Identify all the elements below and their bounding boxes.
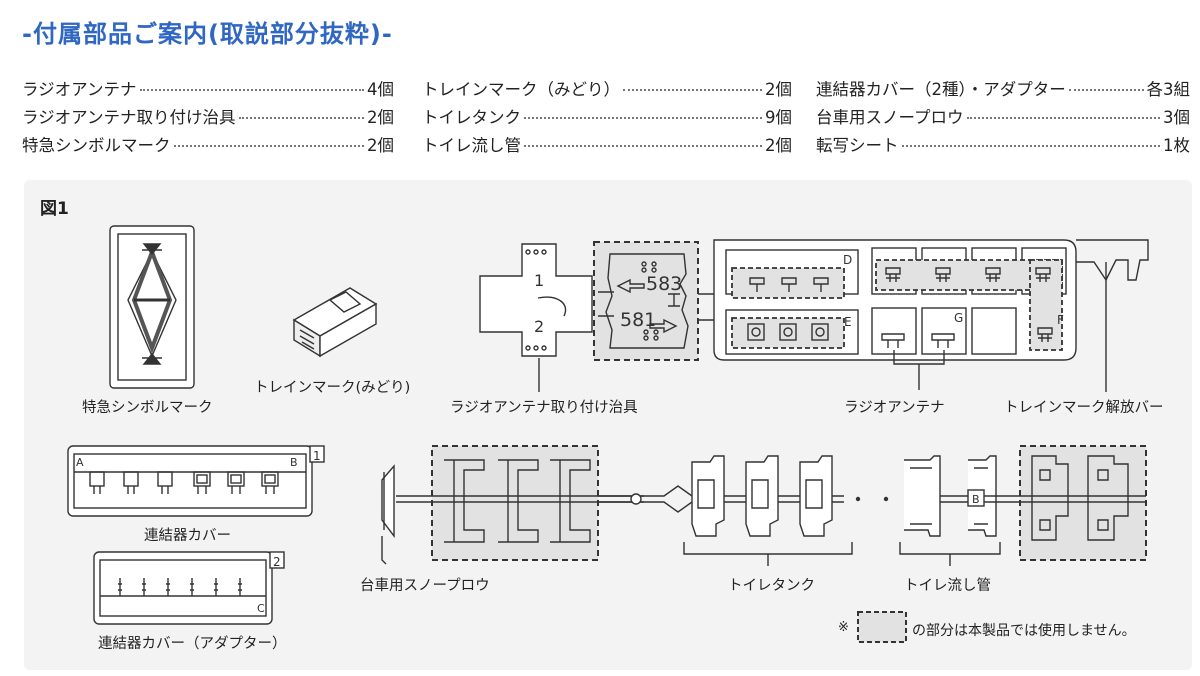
sprue-letter-c: C — [257, 602, 265, 615]
label-coupler-cover: 連結器カバー — [144, 528, 231, 544]
sprue-number-2: 2 — [273, 555, 281, 569]
label-antenna-jig: ラジオアンテナ取り付け治具 — [450, 400, 638, 416]
main-sprue-frame — [698, 239, 1149, 392]
parts-diagram: A B C D E F G B 1 2 1 2 583 581 — [67, 225, 1149, 643]
jig-number-2: 2 — [534, 317, 544, 336]
note-text: の部分は本製品では使用しません。 — [912, 623, 1136, 639]
coupler-adapter-sprue — [93, 551, 285, 625]
label-train-mark: トレインマーク(みどり) — [254, 380, 411, 396]
runner — [598, 485, 889, 513]
sprue-letter-b2: B — [972, 493, 980, 506]
sprue-letter-f: F — [1057, 313, 1064, 327]
toilet-pipe-sprue — [899, 455, 1020, 566]
toilet-tank-sprue — [683, 455, 853, 566]
label-toilet-tank: トイレタンク — [728, 578, 815, 594]
number-plate-sprue — [593, 241, 699, 361]
label-snowplow: 台車用スノープロウ — [360, 578, 490, 594]
figure-panel: 図1 — [24, 180, 1192, 670]
plate-number-583: 583 — [646, 273, 682, 295]
plate-number-581: 581 — [620, 309, 656, 331]
sprue-letter-e: E — [844, 315, 852, 329]
label-coupler-adapter: 連結器カバー（アダプター） — [98, 636, 287, 652]
label-radio-antenna: ラジオアンテナ — [844, 400, 945, 416]
sprue-letter-g: G — [954, 311, 963, 325]
unused-sprue — [1019, 445, 1147, 561]
note-legend-box — [857, 611, 907, 643]
train-mark-illustration — [292, 287, 378, 358]
sprue-number-1: 1 — [313, 449, 321, 463]
label-symbol-mark: 特急シンボルマーク — [82, 400, 213, 416]
sprue-letter-b: B — [290, 456, 298, 469]
sprue-letter-d: D — [843, 253, 852, 267]
page-title: -付属部品ご案内(取説部分抜粋)- — [22, 20, 393, 48]
label-release-bar: トレインマーク解放バー — [1004, 400, 1164, 416]
part-item: トレインマーク（みどり）2個 — [422, 80, 792, 99]
part-item: 連結器カバー（2種）・アダプター各3組 — [816, 80, 1190, 99]
coupler-cover-sprue — [67, 445, 325, 517]
antenna-jig-illustration — [479, 243, 593, 392]
figure-label: 図1 — [40, 199, 69, 219]
jig-number-1: 1 — [534, 271, 544, 290]
symbol-mark-illustration — [109, 225, 195, 389]
label-toilet-pipe: トイレ流し管 — [904, 578, 991, 594]
sprue-letter-a: A — [76, 456, 84, 469]
snowplow-sprue — [381, 445, 644, 565]
note-mark: ※ — [838, 620, 849, 635]
